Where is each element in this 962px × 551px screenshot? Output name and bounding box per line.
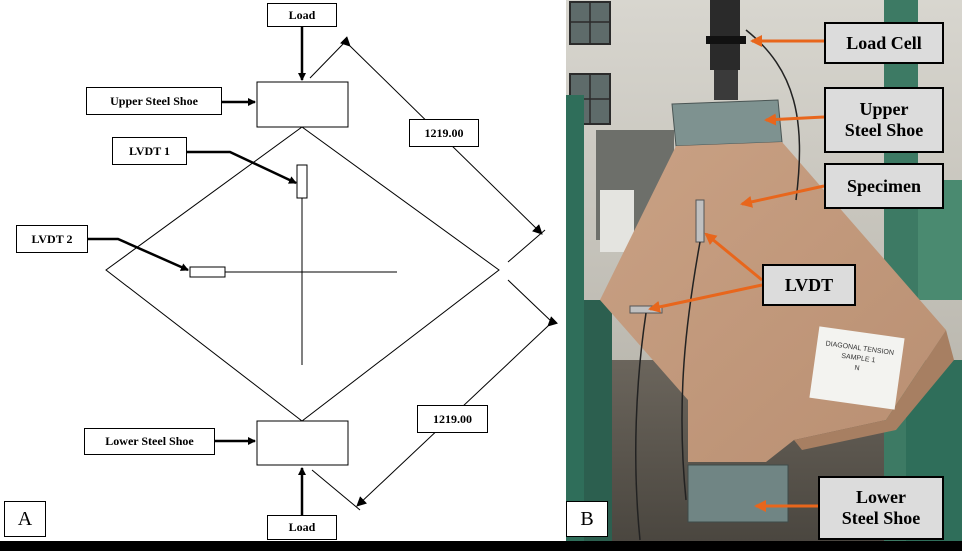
schematic-drawing [88,27,558,515]
panel-b-letter: B [566,501,608,537]
upper-shoe-photo [671,99,783,147]
upper-shoe-arrow-photo [764,113,825,126]
upper-steel-shoe-callout-line1: Upper [859,99,909,119]
panel-a-letter: A [4,501,46,537]
upper-steel-shoe-label: Upper Steel Shoe [86,87,222,115]
load-bottom-label: Load [267,515,337,540]
upper-dim-ext-1 [309,41,346,79]
lvdt-arrow-1 [704,232,763,282]
specimen-arrow [740,184,825,208]
load-top-label: Load [267,3,337,27]
lower-dim-ext-2 [311,469,361,511]
upper-steel-shoe-callout: Upper Steel Shoe [824,87,944,153]
lvdt1-label: LVDT 1 [112,137,187,165]
lower-steel-shoe-callout-line2: Steel Shoe [841,508,921,528]
lvdt-callout: LVDT [762,264,856,306]
lvdt-vertical-device [695,199,705,243]
panel-a-schematic: Load Upper Steel Shoe LVDT 1 LVDT 2 Lowe… [4,3,558,540]
panel-b-photo: DIAGONAL TENSION SAMPLE 1 N Load Cell Up… [566,0,962,543]
lower-steel-shoe-callout-line1: Lower [856,487,906,507]
load-cell-body [710,0,740,70]
specimen-callout: Specimen [824,163,944,209]
lvdt1-sensor [296,164,308,199]
upper-dim-ext-2 [507,229,546,263]
lower-steel-shoe-rect [256,420,349,466]
lvdt-arrow-2 [648,283,763,313]
lower-dimension-label: 1219.00 [417,405,488,433]
lower-shoe-photo [687,464,789,523]
lvdt2-label: LVDT 2 [16,225,88,253]
upper-steel-shoe-callout-line2: Steel Shoe [844,120,924,140]
sample-card: DIAGONAL TENSION SAMPLE 1 N [809,326,905,410]
lvdt2-leader [88,237,189,272]
frame-column-left [566,95,584,543]
lower-steel-shoe-callout: Lower Steel Shoe [818,476,944,540]
upper-steel-shoe-rect [256,81,349,128]
upper-dimension-label: 1219.00 [409,119,479,147]
lvdt2-sensor [189,266,226,278]
bottom-rule [0,541,962,551]
load-cell-callout: Load Cell [824,22,944,64]
lvdt1-leader [187,150,297,185]
lower-steel-shoe-label: Lower Steel Shoe [84,428,215,455]
lower-dim-ext-1 [507,279,553,323]
